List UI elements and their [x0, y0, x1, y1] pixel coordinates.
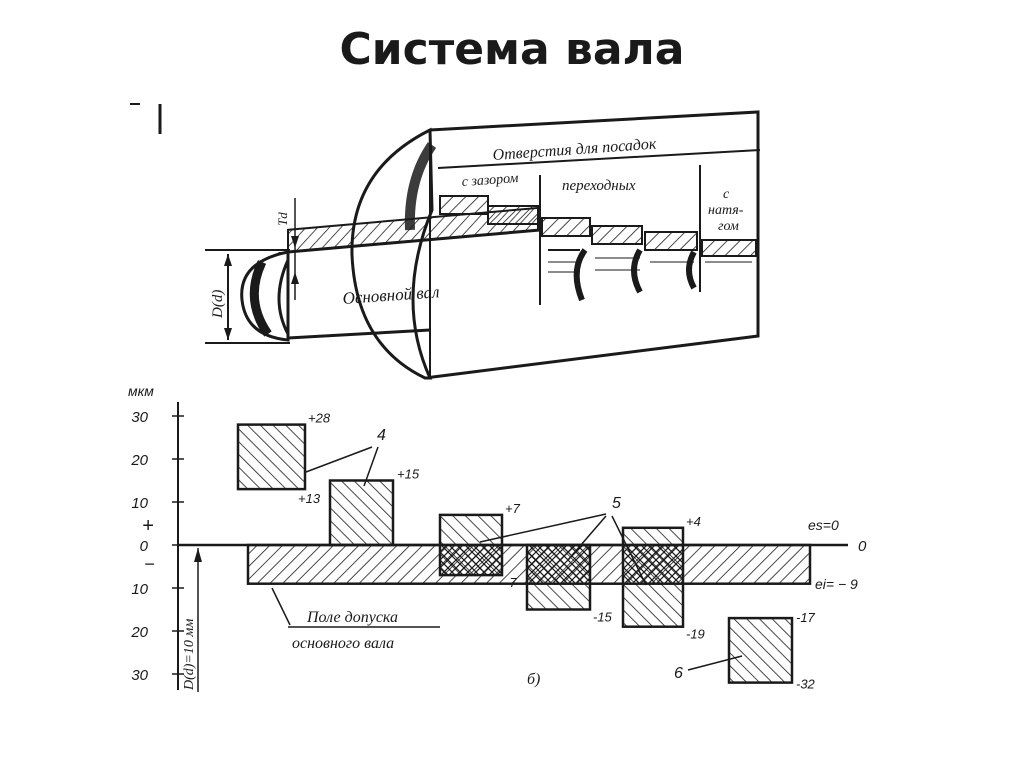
isometric-drawing: Отверстия для посадок с зазором переходн…: [130, 103, 761, 380]
nominal-label: D(d)=10 мм: [182, 619, 197, 691]
interference-label-3: гом: [718, 219, 739, 234]
callout-4: 4: [377, 427, 386, 444]
dev-a-upper: +28: [308, 411, 331, 426]
dev-b-upper: +15: [397, 467, 420, 482]
y-tick-label: 30: [131, 409, 148, 426]
overlap-field: [527, 545, 590, 584]
y-tick-label: 20: [130, 452, 148, 469]
minus-sign: −: [144, 554, 155, 574]
dev-d-lower: -15: [593, 610, 613, 625]
field-label-2: основного вала: [292, 635, 394, 652]
hole-tolerance-field: [727, 616, 794, 684]
clearance-label: с зазором: [461, 171, 519, 190]
housing-outline: [424, 110, 760, 380]
axis-zero-label: 0: [858, 538, 867, 555]
interference-label-1: с: [723, 187, 730, 202]
td-label: Td: [275, 212, 290, 226]
hole-tolerance-field: [236, 423, 307, 491]
tolerance-fields: [236, 423, 812, 684]
y-tick-label: 10: [131, 581, 148, 598]
ei-label: ei= − 9: [815, 576, 858, 592]
callout-6: 6: [674, 665, 683, 682]
y-tick-label: 20: [130, 624, 148, 641]
dev-f-upper: -17: [796, 610, 816, 625]
dev-e-lower: -19: [686, 627, 705, 642]
unit-label: мкм: [128, 383, 154, 399]
interference-label-2: натя-: [708, 203, 744, 218]
callout-5: 5: [612, 495, 621, 512]
overlap-field: [440, 545, 502, 576]
hole-field-interference: [701, 239, 757, 257]
field-label-1: Поле допуска: [306, 609, 398, 626]
overlap-field: [623, 545, 683, 584]
dev-a-lower: +13: [298, 491, 321, 506]
sub-label: б): [527, 671, 540, 688]
y-tick-label: 0: [140, 538, 149, 555]
diameter-label: D(d): [210, 290, 226, 319]
dev-e-upper: +4: [686, 514, 701, 529]
transition-label: переходных: [562, 178, 636, 194]
plus-sign: +: [142, 515, 154, 537]
y-tick-label: 30: [131, 667, 148, 684]
tolerance-diagram: мкм + − 30 20 10 0 10 20 30 0 es=0 ei= − 9 D(d…: [128, 383, 867, 692]
hole-field-clearance: [439, 195, 489, 215]
es-label: es=0: [808, 517, 839, 533]
hole-field-transition: [541, 217, 591, 237]
y-tick-label: 10: [131, 495, 148, 512]
shaft-tolerance-strip: [287, 206, 539, 253]
dev-c-lower: -7: [505, 575, 517, 590]
y-tick-labels: 30 20 10 0 10 20 30: [130, 409, 184, 684]
hole-tolerance-field: [328, 479, 395, 547]
dev-f-lower: -32: [796, 677, 816, 692]
slide-title: Система вала: [339, 24, 685, 75]
dev-c-upper: +7: [505, 501, 521, 516]
